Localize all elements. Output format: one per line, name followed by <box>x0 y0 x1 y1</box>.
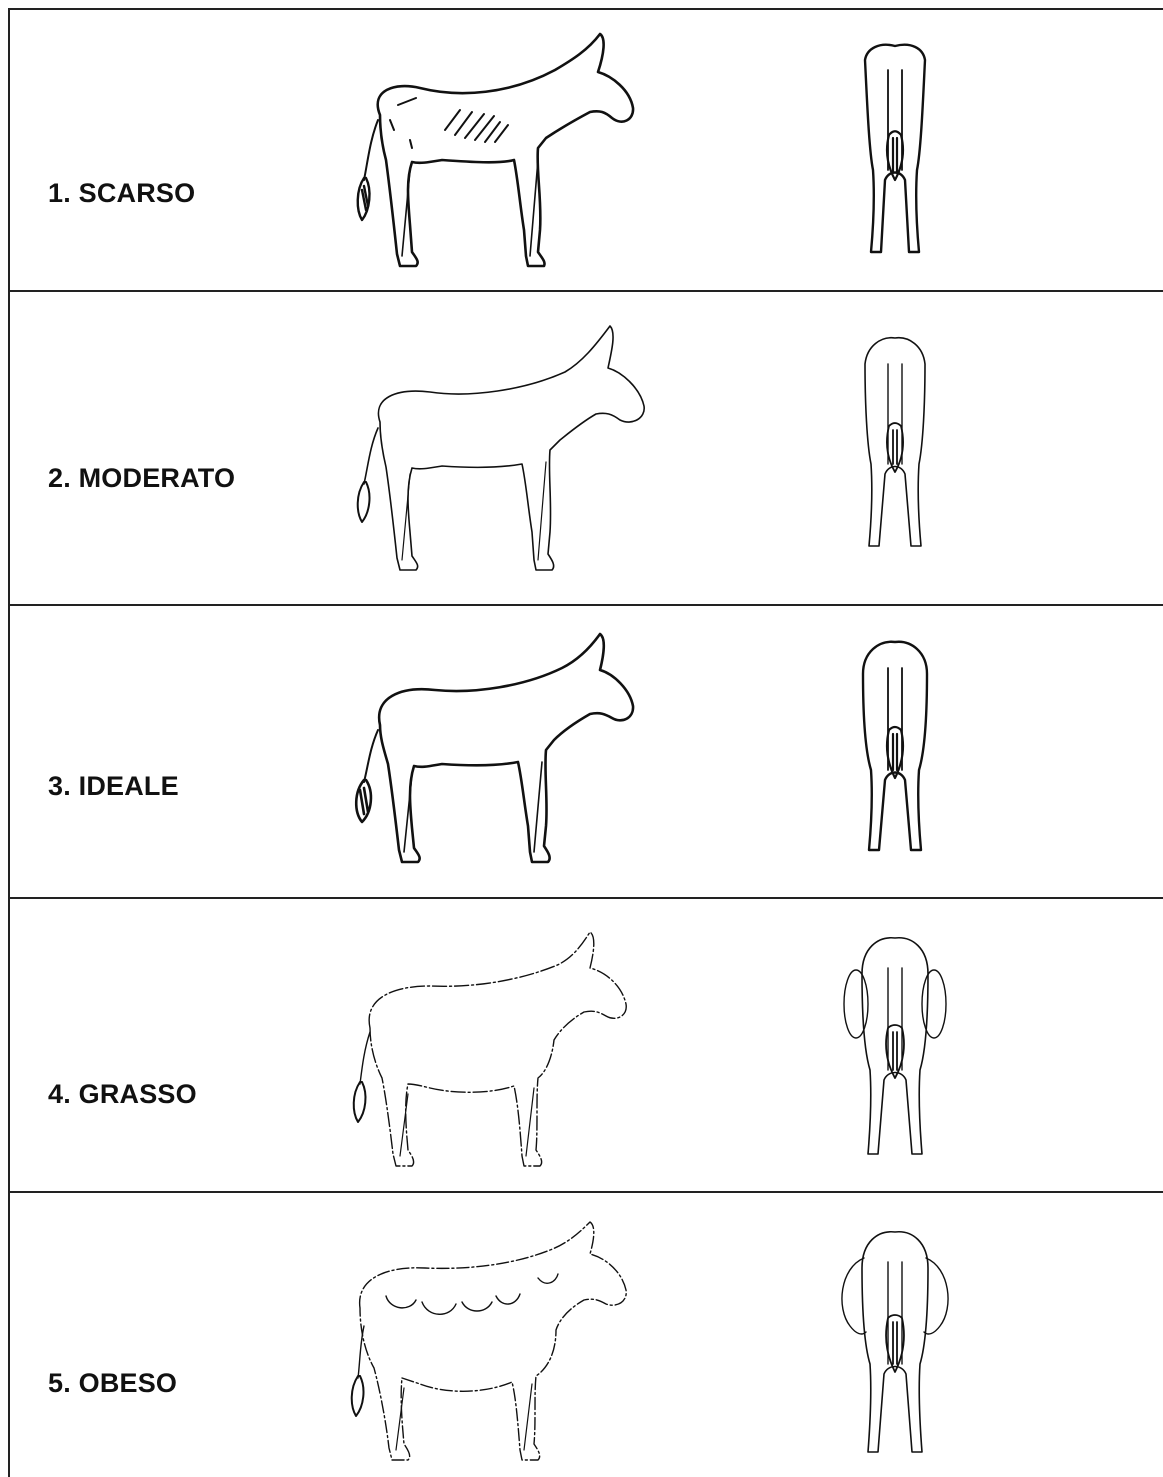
donkey-side-obese-icon <box>350 1218 650 1468</box>
row-label-2: 2. MODERATO <box>48 463 235 494</box>
donkey-side-moderate-icon <box>350 322 650 582</box>
donkey-rear-ideal-icon <box>855 638 935 858</box>
row-label-5: 5. OBESO <box>48 1368 177 1399</box>
row-label-1: 1. SCARSO <box>48 178 195 209</box>
donkey-rear-fat-icon <box>840 934 950 1164</box>
donkey-side-ideal-icon <box>350 630 650 870</box>
donkey-side-fat-icon <box>350 928 650 1178</box>
donkey-rear-obese-icon <box>830 1228 960 1468</box>
donkey-side-thin-icon <box>350 30 650 270</box>
donkey-rear-moderate-icon <box>855 334 935 554</box>
row-label-3: 3. IDEALE <box>48 771 179 802</box>
row-label-4: 4. GRASSO <box>48 1079 197 1110</box>
donkey-rear-thin-icon <box>855 40 935 260</box>
